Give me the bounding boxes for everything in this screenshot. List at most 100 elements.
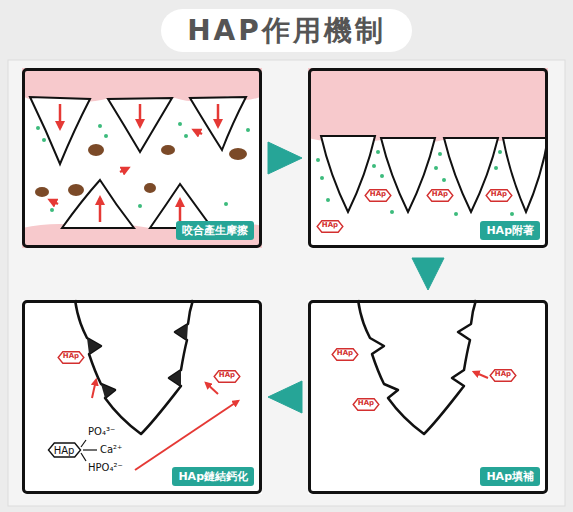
panel-ground [308,300,548,494]
particle-label: HAp [213,372,241,380]
particle [42,138,46,142]
formula-label: Ca²⁺ [100,444,122,456]
particle [224,202,228,206]
hap-particle: HAp [331,348,359,361]
hap-particle: HAp [485,189,513,202]
particle [380,174,384,178]
step-label: HAp附著 [480,221,540,240]
particle [184,134,188,138]
particle-label: HAp [47,445,82,456]
force-arrow [50,200,58,204]
particle [376,150,380,154]
flow-arrow [412,258,444,290]
hap-particle: HAp [426,189,454,202]
formula-label: HPO₄²⁻ [88,462,123,474]
particle [438,152,442,156]
tooth [381,138,435,212]
tooth [503,138,548,212]
tooth-closeup [75,300,193,434]
hap-particle: HAp [213,370,241,383]
filled-defect [169,370,181,386]
particles [36,122,250,212]
step-label: 咬合產生摩擦 [176,221,254,240]
force-arrow [120,168,128,172]
particle [372,164,376,168]
tooth-closeup [358,300,476,434]
particle [494,166,498,170]
particle [326,198,330,202]
particle [104,134,108,138]
force-arrow [217,104,220,126]
particle [316,158,320,162]
particle-label: HAp [57,353,85,361]
hap-particle: HAp [316,220,344,233]
step-panel: HAp附著HApHApHApHAp [308,68,548,248]
particle-label: HAp [426,191,454,199]
title-pill: HAP作用機制 [161,9,412,52]
force-arrow [139,104,142,126]
filled-defect [87,338,101,354]
filled-defect [101,384,115,398]
particle [36,126,40,130]
bite-scene [22,68,262,248]
particle [454,212,458,216]
tooth [30,97,90,164]
frame [8,60,565,506]
bond-arrow [92,380,96,398]
hap-particle: HAp [364,189,392,202]
formula-leader [83,449,97,450]
bond-arrows [92,380,238,470]
food-debris [144,183,156,193]
force-arrow [194,130,202,134]
particle [434,166,438,170]
particle [498,150,502,154]
particle [138,204,142,208]
hap-particle: HAp [489,369,517,382]
step-panel: HAp鏈結鈣化HApHApHAp [22,300,262,494]
food-debris [161,145,175,155]
particle [50,208,54,212]
bond-arrow [135,401,238,470]
particle [178,122,182,126]
food-debris [68,184,84,196]
particle [442,178,446,182]
particle-label: HAp [364,191,392,199]
formula-leader [81,453,86,461]
particle-label: HAp [485,191,513,199]
particle-label: HAp [316,222,344,230]
step-label: HAp鏈結鈣化 [172,467,254,486]
formula-leaders [81,440,97,461]
force-arrow [59,104,62,128]
tooth [321,136,375,212]
filled-defect [175,324,188,340]
tooth [190,97,246,150]
particle-label: HAp [489,371,517,379]
particle [320,176,324,180]
panel-ground [308,68,548,248]
particle-label: HAp [352,400,380,408]
step-panel: HAp填補HApHApHAp [308,300,548,494]
force-arrow [99,198,102,222]
force-arrow [179,200,182,222]
attach-scene [308,68,548,216]
formula-leader [81,440,86,447]
bond-arrow [206,383,218,394]
tooth [444,138,498,212]
hap-particle: HAp [47,442,82,458]
particle-label: HAp [331,350,359,358]
flow-arrow [268,142,302,174]
step-label: HAp填補 [480,467,540,486]
formula-label: PO₄³⁻ [88,426,115,438]
particle [510,212,514,216]
particle [390,210,394,214]
particle [98,124,102,128]
food-debris [35,187,49,197]
step-panel: 咬合產生摩擦 [22,68,262,248]
tooth [108,98,172,152]
tooth [62,180,134,228]
particles [316,150,514,216]
gum [308,68,548,143]
particle [246,128,250,132]
panel-ground [22,300,262,494]
